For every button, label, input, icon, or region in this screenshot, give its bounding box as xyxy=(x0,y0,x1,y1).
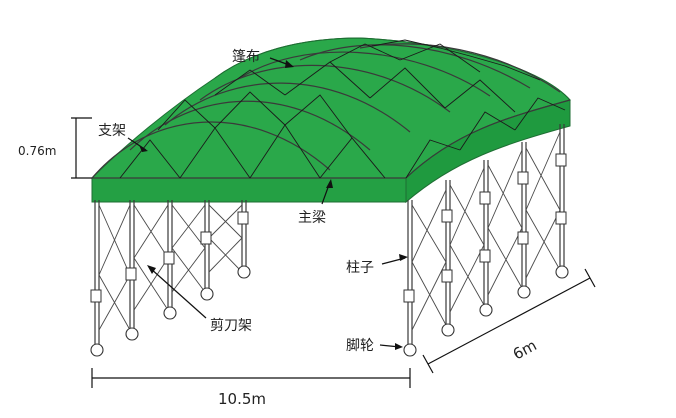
label-width: 6m xyxy=(510,336,540,363)
wheel-f3 xyxy=(163,306,177,320)
wheel-f2 xyxy=(125,327,139,341)
joint-s5-top xyxy=(555,153,567,167)
label-canopy: 篷布 xyxy=(232,49,260,65)
truss-side-1 xyxy=(405,139,461,179)
joint-s4 xyxy=(517,231,529,245)
joint-s2-top xyxy=(441,209,453,223)
truss-side-2 xyxy=(459,111,516,151)
wheel-s5 xyxy=(555,265,569,279)
joint-f1 xyxy=(90,289,102,303)
label-length: 10.5m xyxy=(218,390,266,408)
eave-side xyxy=(405,99,571,179)
wheel-f5 xyxy=(237,265,251,279)
label-bracket: 支架 xyxy=(98,123,126,139)
pointer-scissor-arrow xyxy=(147,265,156,274)
joint-f4 xyxy=(200,231,212,245)
scissor-side-4 xyxy=(525,131,561,279)
wheel-s1 xyxy=(403,343,417,357)
truss-row3-3 xyxy=(369,67,446,109)
width-dim-tick-left xyxy=(422,354,434,374)
joint-f2 xyxy=(125,267,137,281)
width-dim-line xyxy=(427,277,591,365)
joint-s1 xyxy=(403,289,415,303)
arch-7 xyxy=(359,43,561,93)
canopy-front-valance xyxy=(91,177,407,203)
truss-row4-2 xyxy=(399,43,481,73)
canopy-ridge xyxy=(214,37,571,101)
scissor-front-3 xyxy=(171,204,206,293)
wheel-s4 xyxy=(517,285,531,299)
truss-front-1 xyxy=(119,139,181,179)
front-structure xyxy=(90,200,251,357)
truss-row4-3 xyxy=(444,79,516,113)
pointer-caster-arrow xyxy=(395,343,403,350)
pointer-main-beam-arrow xyxy=(326,179,333,188)
truss-ridge xyxy=(371,39,541,81)
callout-pointers xyxy=(127,57,408,350)
dimensions xyxy=(71,117,596,388)
scissor-side-1 xyxy=(411,189,447,331)
arch-1 xyxy=(91,121,331,179)
arch-6 xyxy=(299,44,531,89)
joint-s4-top xyxy=(517,171,529,185)
label-caster: 脚轮 xyxy=(346,338,374,354)
side-structure xyxy=(403,124,569,357)
label-height: 0.76m xyxy=(18,144,56,158)
scissor-front-4 xyxy=(208,204,243,273)
scissor-front-2 xyxy=(133,204,169,311)
arch-2 xyxy=(129,100,371,151)
roof-trusses xyxy=(119,39,566,179)
label-column: 柱子 xyxy=(346,260,374,276)
scissor-side-2 xyxy=(449,167,485,313)
wheel-s2 xyxy=(441,323,455,337)
truss-row2-1 xyxy=(157,99,216,131)
pointer-column-arrow xyxy=(399,254,408,261)
scissor-front-1 xyxy=(98,204,131,331)
joint-s3 xyxy=(479,249,491,263)
scissor-side-3 xyxy=(487,149,523,296)
label-scissor-frame: 剪刀架 xyxy=(210,318,252,334)
wheel-f1 xyxy=(90,343,104,357)
truss-row3-1 xyxy=(214,69,286,96)
canopy xyxy=(90,37,571,204)
joint-s2 xyxy=(441,269,453,283)
truss-row4-1 xyxy=(329,43,401,63)
pointer-bracket-arrow xyxy=(139,145,148,152)
joint-s3-top xyxy=(479,191,491,205)
width-dim-tick-right xyxy=(584,268,596,288)
label-main-beam: 主梁 xyxy=(298,210,326,226)
pointer-canopy-arrow xyxy=(285,60,294,68)
truss-side-3 xyxy=(514,97,566,131)
labels: 篷布 支架 0.76m 主梁 柱子 剪刀架 脚轮 10.5m 6m xyxy=(18,49,540,408)
truss-row2-2 xyxy=(214,91,286,129)
joint-s5 xyxy=(555,211,567,225)
joint-f5 xyxy=(237,211,249,225)
joint-f3 xyxy=(163,251,175,265)
arch-5 xyxy=(239,51,491,97)
wheel-f4 xyxy=(200,287,214,301)
truss-row2-3 xyxy=(284,94,353,139)
wheel-s3 xyxy=(479,303,493,317)
pointer-scissor xyxy=(149,267,207,319)
arch-4 xyxy=(199,64,451,113)
